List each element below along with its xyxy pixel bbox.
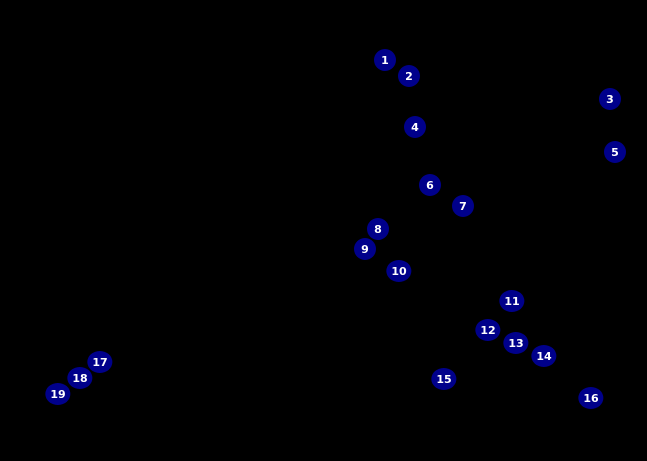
marker-14[interactable]: 14 [531, 345, 557, 367]
marker-1[interactable]: 1 [374, 49, 396, 71]
marker-6[interactable]: 6 [419, 174, 441, 196]
marker-13[interactable]: 13 [503, 332, 529, 354]
marker-10[interactable]: 10 [386, 260, 412, 282]
marker-8[interactable]: 8 [367, 218, 389, 240]
marker-11[interactable]: 11 [499, 290, 525, 312]
marker-3[interactable]: 3 [599, 88, 621, 110]
marker-2[interactable]: 2 [398, 65, 420, 87]
marker-18[interactable]: 18 [67, 367, 93, 389]
marker-5[interactable]: 5 [604, 141, 626, 163]
marker-15[interactable]: 15 [431, 368, 457, 390]
marker-19[interactable]: 19 [45, 383, 71, 405]
marker-9[interactable]: 9 [354, 238, 376, 260]
marker-12[interactable]: 12 [475, 319, 501, 341]
marker-7[interactable]: 7 [452, 195, 474, 217]
marker-16[interactable]: 16 [578, 387, 604, 409]
marker-17[interactable]: 17 [87, 351, 113, 373]
marker-4[interactable]: 4 [404, 116, 426, 138]
